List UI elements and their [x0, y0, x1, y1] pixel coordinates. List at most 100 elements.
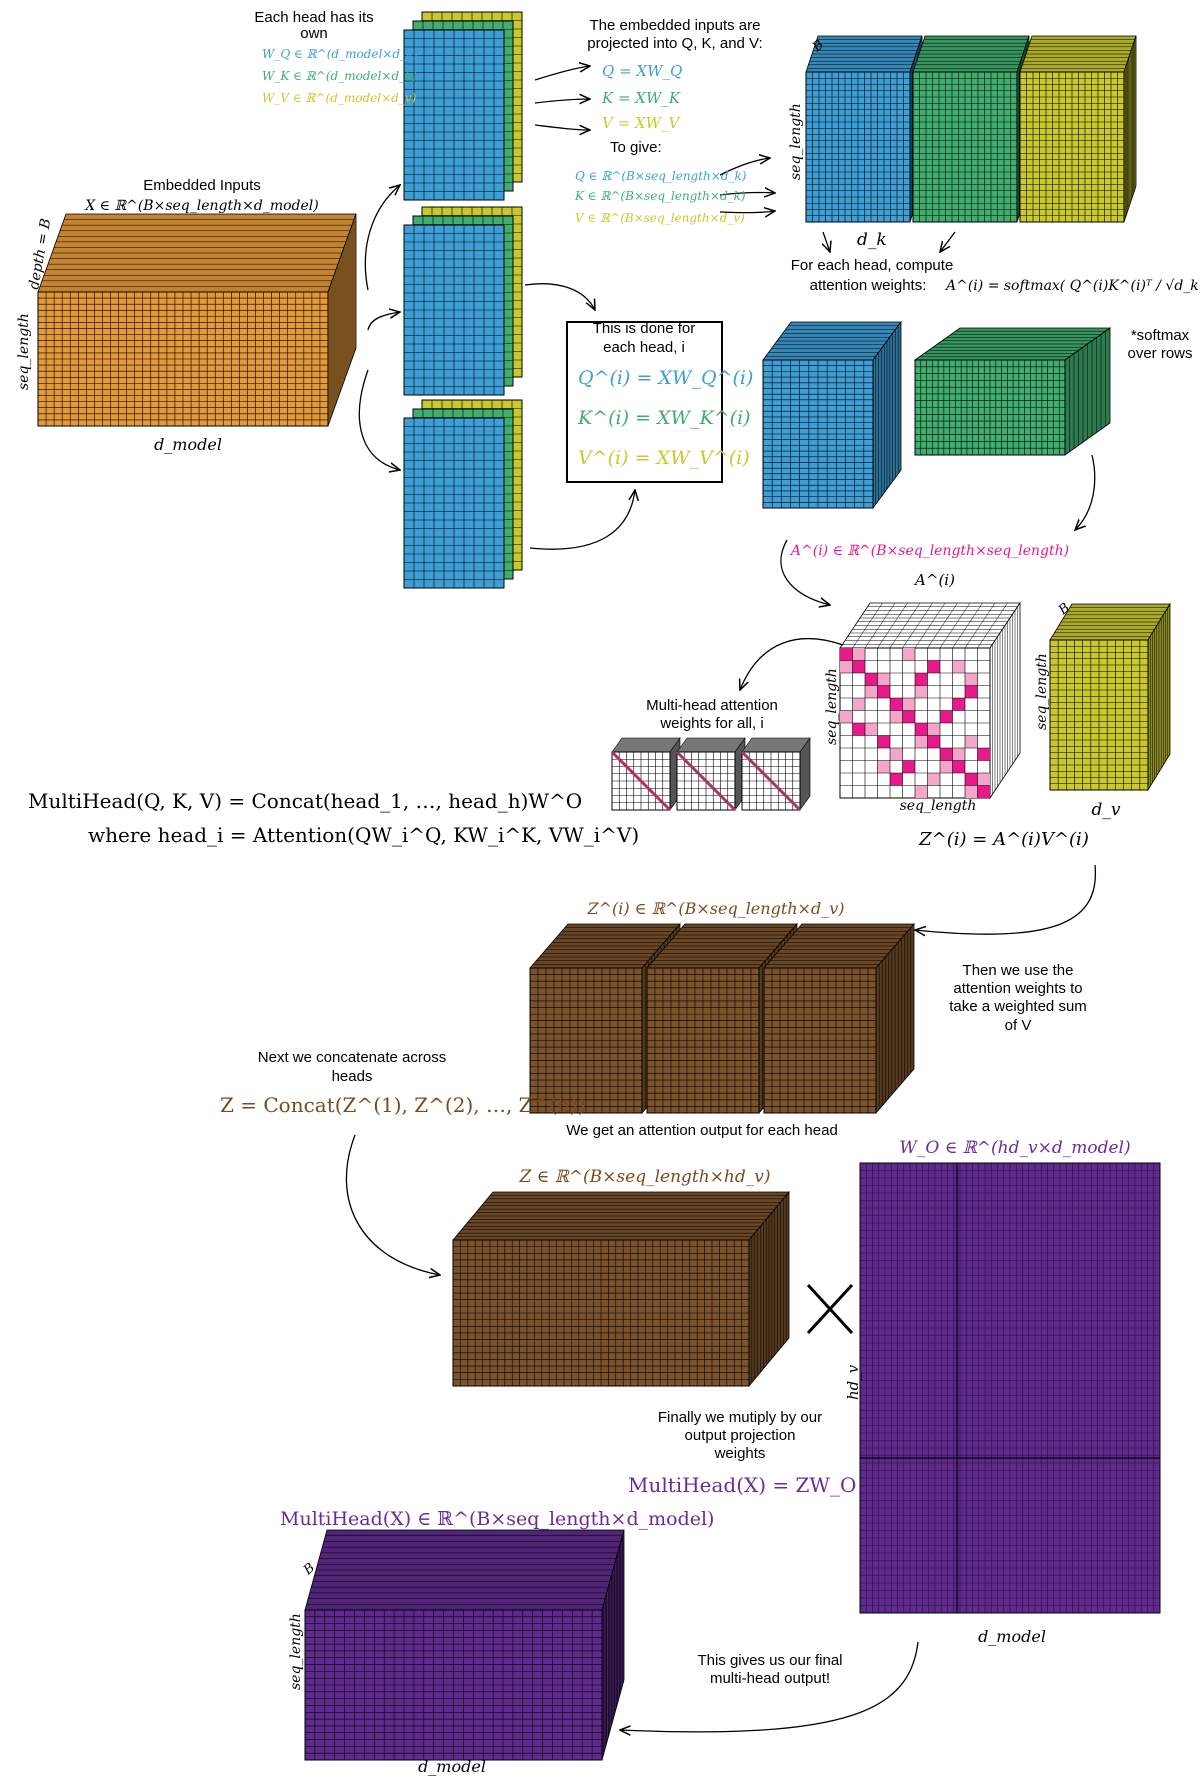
each-head-note: Each head has its own W_Q ∈ ℝ^(d_model×d… [254, 9, 418, 105]
shape-part [940, 748, 953, 761]
shape-part [915, 723, 928, 736]
tensor-shapes [37, 11, 1171, 1761]
weighted-line2: attention weights to [953, 980, 1082, 997]
shape-part [927, 723, 940, 736]
shape-part [915, 735, 928, 748]
attention-text: For each head, compute attention weights… [646, 257, 1200, 850]
gives-line2: multi-head output! [710, 1670, 830, 1687]
per-head-v: V^(i) = XW_V^(i) [578, 447, 750, 469]
wo-hdv-label: hd_v [844, 1364, 862, 1400]
shape-part [919, 330, 1106, 358]
head-weights-stack-1 [403, 11, 523, 201]
shape-part [404, 418, 504, 588]
shape-part [927, 773, 940, 786]
per-head-q: Q^(i) = XW_Q^(i) [578, 367, 753, 389]
shape-part [877, 685, 890, 698]
shape-part [952, 698, 965, 711]
per-head-line2: each head, i [603, 339, 685, 356]
shape-part [977, 785, 990, 798]
multihead-weights-line1: Multi-head attention [646, 697, 778, 714]
k-shape: K ∈ ℝ^(B×seq_length×d_k) [574, 189, 746, 203]
shape-part [940, 710, 953, 723]
shape-part [914, 39, 1028, 69]
per-head-line1: This is done for [593, 320, 696, 337]
shape-part [890, 698, 903, 711]
embedded-inputs-tensor [37, 213, 357, 427]
shape-part [952, 748, 965, 761]
shape-part [965, 685, 978, 698]
shape-part [852, 698, 865, 711]
shape-part [675, 750, 737, 812]
final-output-tensor [304, 1529, 625, 1761]
shape-part [840, 648, 853, 661]
embedded-formula: X ∈ ℝ^(B×seq_length×d_model) [84, 198, 318, 214]
shape-part [650, 927, 794, 965]
shape-part [40, 219, 354, 287]
shape-part [530, 968, 642, 1113]
v-block [1019, 35, 1137, 223]
flow-arrows [345, 66, 1097, 1732]
shape-part [453, 1240, 749, 1386]
shape-part [890, 748, 903, 761]
attention-matrix [839, 601, 1021, 800]
shape-part [915, 673, 928, 686]
k-head-tensor [913, 327, 1112, 456]
shape-part [890, 710, 903, 723]
shape-part [306, 1535, 623, 1605]
shape-part [764, 968, 876, 1113]
z-concat-tensor [452, 1190, 790, 1388]
shape-part [877, 735, 890, 748]
shape-part [455, 1195, 787, 1237]
shape-part [740, 750, 802, 812]
v-dv-label: d_v [1092, 800, 1121, 820]
shape-part [1149, 607, 1169, 787]
a-label: A^(i) [913, 571, 955, 589]
final-formula: MultiHead(X) = ZW_O [628, 1473, 856, 1497]
concat-line1: Next we concatenate across [258, 1049, 446, 1066]
shape-part [611, 737, 681, 753]
shape-part [647, 968, 759, 1113]
concat-formula: Z = Concat(Z^(1), Z^(2), …, Z^(h)) [220, 1093, 586, 1117]
small-attention-cube [675, 737, 746, 812]
softmax-note1: *softmax [1131, 327, 1190, 344]
z-head-tensor [763, 922, 915, 1115]
wk-shape: W_K ∈ ℝ^(d_model×d_k) [262, 69, 417, 83]
output-each-head: We get an attention output for each head [566, 1122, 838, 1139]
shape-part [840, 648, 990, 798]
final-seq-label: seq_length [288, 1613, 304, 1690]
shape-part [915, 785, 928, 798]
multihead-def-line2: where head_i = Attention(QW_i^Q, KW_i^K,… [88, 823, 639, 847]
to-give: To give: [610, 139, 662, 156]
shape-part [404, 30, 504, 200]
shape-part [890, 773, 903, 786]
shape-part [902, 710, 915, 723]
weighted-line3: take a weighted sum [949, 998, 1087, 1015]
shape-part [927, 660, 940, 673]
shape-part [902, 760, 915, 773]
gives-line1: This gives us our final [697, 1652, 842, 1669]
shape-part [1052, 607, 1168, 637]
per-head-k: K^(i) = XW_K^(i) [577, 407, 751, 429]
weighted-line4: of V [1005, 1017, 1032, 1034]
shape-part [865, 723, 878, 736]
final-text: Finally we mutiply by our output project… [280, 1409, 856, 1776]
shape-part [852, 660, 865, 673]
q-proj: Q = XW_Q [602, 62, 682, 80]
q-shape: Q ∈ ℝ^(B×seq_length×d_k) [575, 169, 747, 183]
per-head-text: This is done for each head, i Q^(i) = XW… [577, 320, 753, 469]
shape-part [865, 685, 878, 698]
v-seq-label: seq_length [1034, 653, 1050, 730]
shape-part [902, 648, 915, 661]
head-weights-stack-3 [403, 399, 523, 589]
shape-part [329, 219, 355, 421]
each-head-line2: own [300, 25, 328, 42]
shape-part [305, 1610, 602, 1760]
projection-line1: The embedded inputs are [590, 17, 761, 34]
shape-part [865, 673, 878, 686]
attention-line1: For each head, compute [791, 257, 954, 274]
attention-formula: A^(i) = softmax( Q^(i)K^(i)ᵀ / √d_k ) [944, 278, 1200, 294]
z-heads-shape: Z^(i) ∈ ℝ^(B×seq_length×d_v) [587, 899, 845, 918]
wo-matrix [859, 1162, 1161, 1614]
shape-part [940, 760, 953, 773]
